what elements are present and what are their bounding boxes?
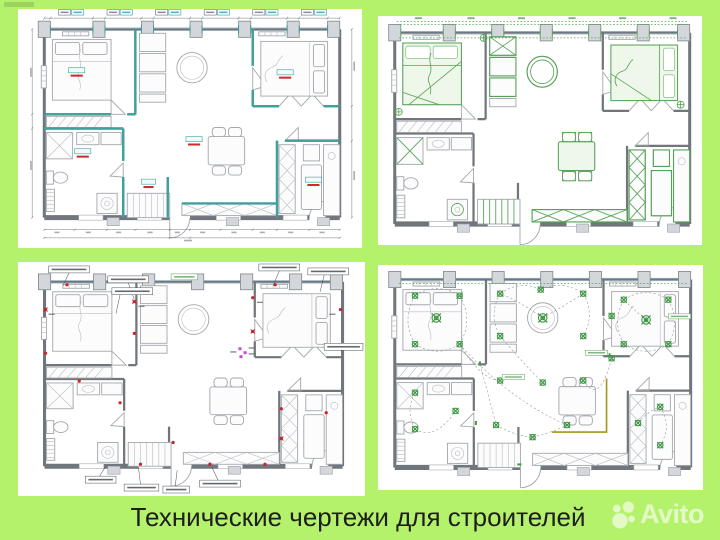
partition-highlight-layer: [44, 25, 340, 218]
furniture-green-layer: [394, 17, 691, 225]
special-outlet-cluster: [230, 347, 256, 359]
avito-watermark: Avito: [610, 497, 705, 531]
window-tags-layer: [58, 9, 327, 16]
avito-wordmark: Avito: [640, 499, 705, 529]
dimension-layer: [30, 16, 356, 242]
furniture-plan-drawing: [378, 17, 702, 245]
panel-construction-plan: [18, 9, 362, 248]
construction-plan-drawing: [30, 9, 356, 242]
caption-text: Технические чертежи для строителей: [130, 502, 586, 532]
room-labels-layer: [68, 67, 322, 189]
callout-labels-layer: [48, 263, 364, 494]
lighting-plan-drawing: [378, 265, 703, 490]
avito-logo-icon: [612, 501, 635, 528]
corner-small-text: [4, 2, 34, 7]
electrical-plan-drawing: [18, 263, 364, 494]
retro-socket-tag: [170, 273, 198, 281]
panel-electrical-plan: [18, 262, 365, 496]
panel-furniture-plan: [378, 16, 702, 245]
wiring-layer: [398, 283, 687, 446]
led-strip: [551, 378, 608, 433]
lights-layer: [411, 286, 672, 466]
lighting-tags-layer: [501, 313, 691, 380]
panel-lighting-plan: [378, 265, 703, 490]
